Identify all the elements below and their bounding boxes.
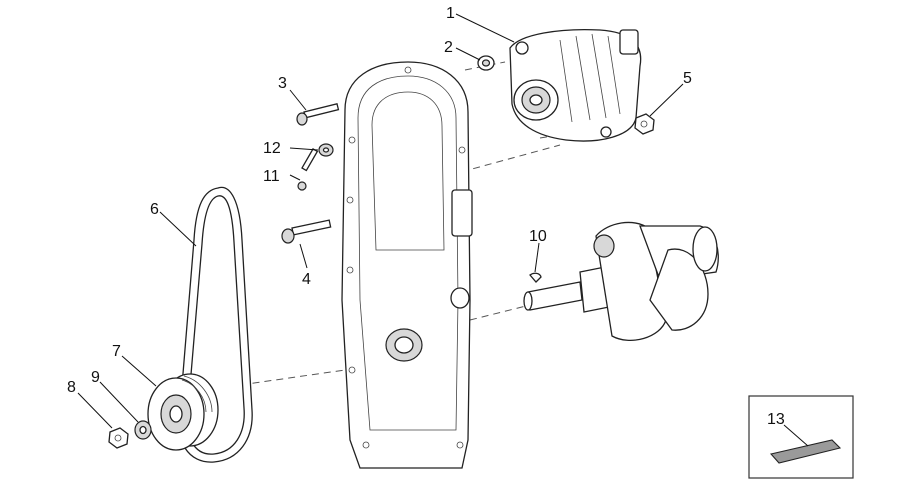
callout-5: 5 [683, 70, 692, 87]
callout-3: 3 [278, 75, 287, 92]
pulley-nut [108, 427, 129, 449]
spacer-bush [477, 55, 495, 71]
screw-11 [297, 148, 319, 191]
crankshaft-pulley [147, 373, 219, 451]
washer-12 [318, 143, 334, 157]
callout-12: 12 [263, 140, 281, 157]
leader-lines [77, 13, 809, 447]
crankshaft [523, 221, 719, 341]
callout-8: 8 [67, 379, 76, 396]
screw-3 [296, 102, 340, 126]
callout-6: 6 [150, 201, 159, 218]
kit-box [748, 395, 854, 479]
callout-9: 9 [91, 369, 100, 386]
alternator-nut [634, 113, 655, 135]
callout-13: 13 [767, 411, 785, 428]
callout-4: 4 [302, 271, 311, 288]
alternator [509, 28, 642, 142]
timing-cover [341, 61, 473, 469]
woodruff-key [529, 272, 542, 283]
callout-10: 10 [529, 228, 547, 245]
pulley-washer [134, 420, 152, 440]
screw-4 [281, 219, 332, 244]
callout-11: 11 [263, 168, 280, 185]
callout-labels: 1 2 3 4 5 6 7 8 9 10 11 12 13 [67, 5, 785, 428]
callout-7: 7 [112, 343, 121, 360]
callout-2: 2 [444, 39, 453, 56]
callout-1: 1 [446, 5, 455, 22]
gasket-strip [769, 439, 842, 464]
